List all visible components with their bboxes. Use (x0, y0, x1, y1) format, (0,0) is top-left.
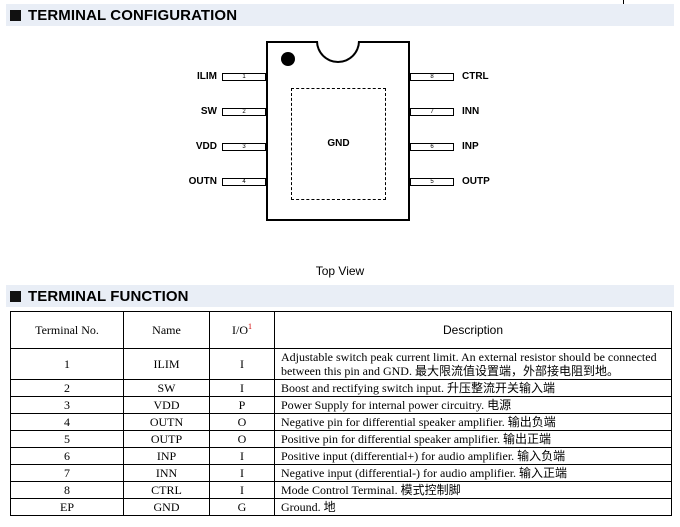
header-io: I/O1 (209, 311, 275, 349)
table-row: 6 INP I Positive input (differential+) f… (10, 447, 672, 465)
exposed-pad-label: GND (327, 138, 350, 149)
cell-description: Ground. 地 (274, 498, 672, 516)
pin-4: 4 (222, 178, 266, 186)
cell-terminal-no: 5 (10, 430, 124, 448)
pin-7: 7 (410, 108, 454, 116)
table-row: 5 OUTP O Positive pin for differential s… (10, 430, 672, 448)
cell-io: P (209, 396, 275, 414)
cell-description: Positive pin for differential speaker am… (274, 430, 672, 448)
io-footnote-mark: 1 (248, 322, 252, 331)
cell-terminal-no: EP (10, 498, 124, 516)
page-edge-mark (623, 0, 624, 4)
pin-name-8: CTRL (462, 71, 489, 82)
section-title: TERMINAL FUNCTION (28, 287, 189, 305)
header-terminal-no: Terminal No. (10, 311, 124, 349)
cell-description: Negative pin for differential speaker am… (274, 413, 672, 431)
cell-terminal-no: 8 (10, 481, 124, 499)
pin-2: 2 (222, 108, 266, 116)
pin-name-3: VDD (195, 141, 217, 152)
pin-1: 1 (222, 73, 266, 81)
table-row: EP GND G Ground. 地 (10, 498, 672, 516)
table-row: 2 SW I Boost and rectifying switch input… (10, 379, 672, 397)
cell-name: SW (123, 379, 210, 397)
table-row: 4 OUTN O Negative pin for differential s… (10, 413, 672, 431)
section-title: TERMINAL CONFIGURATION (28, 6, 238, 24)
cell-io: I (209, 379, 275, 397)
pin-8: 8 (410, 73, 454, 81)
view-caption: Top View (315, 264, 365, 278)
cell-terminal-no: 7 (10, 464, 124, 482)
cell-name: CTRL (123, 481, 210, 499)
pin-name-6: INP (462, 141, 479, 152)
cell-io: G (209, 498, 275, 516)
square-bullet-icon (10, 9, 21, 21)
cell-io: I (209, 481, 275, 499)
cell-name: ILIM (123, 348, 210, 380)
pin-5: 5 (410, 178, 454, 186)
cell-description: Mode Control Terminal. 模式控制脚 (274, 481, 672, 499)
pin-name-4: OUTN (188, 176, 217, 187)
cell-io: O (209, 413, 275, 431)
cell-name: OUTP (123, 430, 210, 448)
pin-name-5: OUTP (462, 176, 490, 187)
cell-description: Negative input (differential-) for audio… (274, 464, 672, 482)
cell-io: I (209, 447, 275, 465)
exposed-pad (291, 88, 386, 200)
table-row: 3 VDD P Power Supply for internal power … (10, 396, 672, 414)
cell-description: Positive input (differential+) for audio… (274, 447, 672, 465)
cell-name: INN (123, 464, 210, 482)
cell-terminal-no: 2 (10, 379, 124, 397)
cell-io: I (209, 348, 275, 380)
pin-3: 3 (222, 143, 266, 151)
section-header-terminal-function: TERMINAL FUNCTION (6, 285, 674, 307)
cell-name: INP (123, 447, 210, 465)
pin1-dot-marker (281, 52, 295, 66)
cell-name: OUTN (123, 413, 210, 431)
cell-io: I (209, 464, 275, 482)
cell-name: VDD (123, 396, 210, 414)
cell-description: Boost and rectifying switch input. 升压整流开… (274, 379, 672, 397)
pin-name-7: INN (462, 106, 480, 117)
table-row: 8 CTRL I Mode Control Terminal. 模式控制脚 (10, 481, 672, 499)
terminal-function-table: Terminal No. Name I/O1 Description 1 ILI… (10, 311, 672, 516)
section-header-terminal-configuration: TERMINAL CONFIGURATION (6, 4, 674, 26)
pin-name-1: ILIM (197, 71, 217, 82)
table-row: 7 INN I Negative input (differential-) f… (10, 464, 672, 482)
pin-name-2: SW (200, 106, 217, 117)
table-row: 1 ILIM I Adjustable switch peak current … (10, 348, 672, 380)
pin-6: 6 (410, 143, 454, 151)
cell-description: Adjustable switch peak current limit. An… (274, 348, 672, 380)
header-description: Description (274, 311, 672, 349)
header-io-label: I/O (232, 323, 248, 337)
cell-name: GND (123, 498, 210, 516)
ic-package-body (266, 41, 410, 221)
header-name: Name (123, 311, 210, 349)
cell-terminal-no: 1 (10, 348, 124, 380)
cell-terminal-no: 6 (10, 447, 124, 465)
cell-terminal-no: 3 (10, 396, 124, 414)
cell-description: Power Supply for internal power circuitr… (274, 396, 672, 414)
square-bullet-icon (10, 290, 21, 302)
cell-terminal-no: 4 (10, 413, 124, 431)
cell-io: O (209, 430, 275, 448)
table-header-row: Terminal No. Name I/O1 Description (10, 311, 672, 349)
